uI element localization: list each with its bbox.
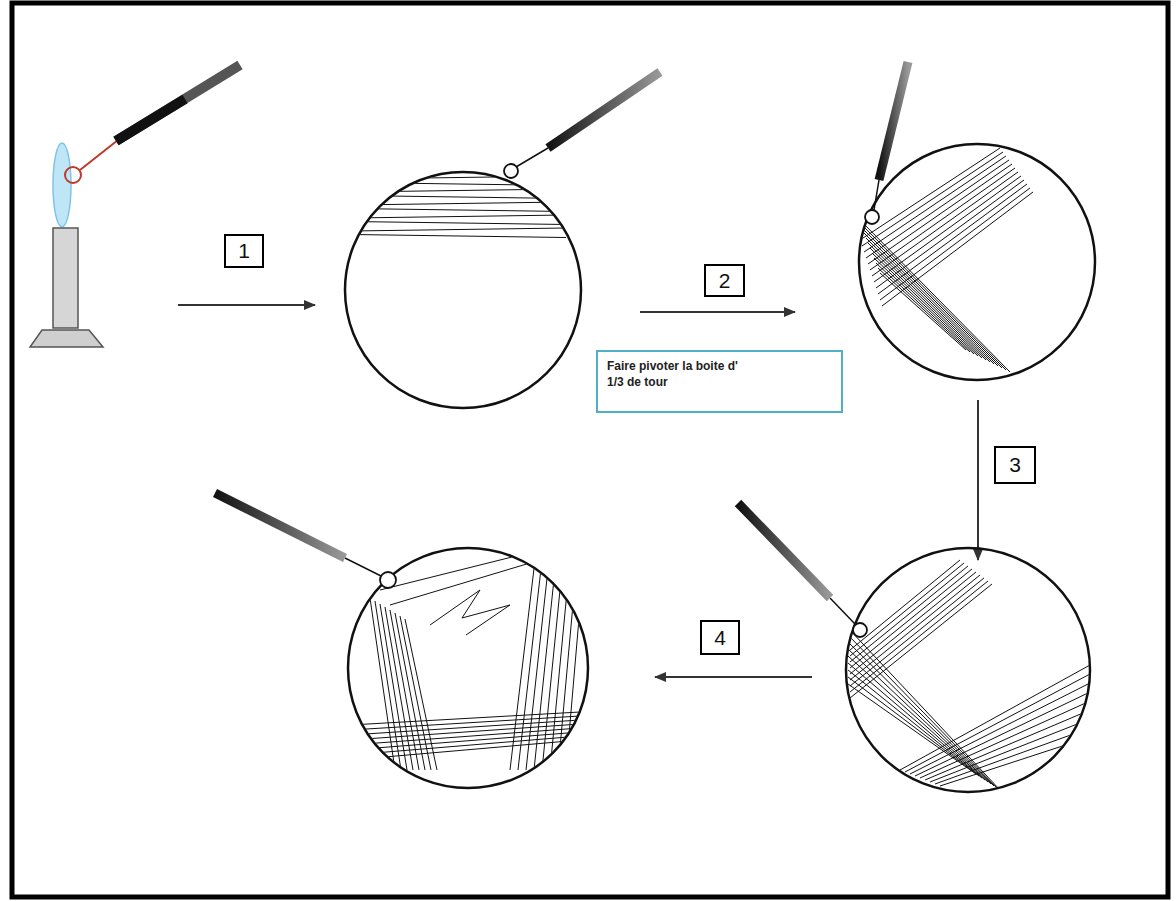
inoculating-loop [65, 65, 240, 183]
streak-line [848, 628, 1000, 790]
streaks [858, 148, 1033, 372]
streak-line [405, 619, 437, 770]
streak-line [876, 180, 1024, 288]
streak-line [350, 732, 580, 750]
streak-line [566, 560, 584, 770]
step-arrow [640, 311, 795, 313]
streak-line [848, 656, 988, 782]
note-text: Faire pivoter la boite d' 1/3 de tour [607, 359, 757, 390]
streak-line [872, 172, 1018, 276]
streak-line [848, 684, 976, 774]
callout-number: 4 [700, 620, 740, 655]
streak-line [915, 692, 1090, 776]
streak-line [848, 677, 979, 776]
step-arrow [178, 304, 315, 306]
streak-line [866, 238, 994, 364]
step-number: 3 [1009, 453, 1021, 477]
streak-line [850, 566, 968, 662]
streak-line [850, 578, 984, 686]
streak-line [870, 168, 1015, 270]
streak-line [352, 176, 566, 238]
step-number: 2 [719, 269, 731, 293]
petri-dish [846, 548, 1090, 792]
streak-line [518, 560, 542, 770]
petri-dish [348, 548, 588, 788]
step-number: 4 [714, 626, 726, 650]
streaks [352, 176, 566, 238]
streak-line [905, 674, 1090, 772]
streak-line [850, 572, 976, 674]
step-number: 1 [238, 239, 250, 263]
streak-line [874, 176, 1021, 282]
streak-line [400, 616, 431, 770]
streak-line [870, 248, 986, 360]
step-arrow [977, 400, 979, 560]
streak-line [510, 560, 535, 770]
streak-line [850, 563, 964, 656]
streak-line [850, 584, 992, 698]
streak-line [350, 740, 580, 760]
streak-line [848, 670, 982, 778]
streak-line [390, 560, 540, 605]
streak-line [850, 575, 980, 680]
streak-line [850, 569, 972, 668]
petri-dish [345, 172, 581, 408]
callout-number: 3 [994, 446, 1036, 484]
callout-number: 1 [224, 234, 264, 268]
streak-line [878, 184, 1027, 294]
bunsen-burner [30, 143, 103, 347]
streak-line [860, 223, 1006, 370]
streak-line [930, 719, 1090, 782]
inoculating-loop [215, 62, 908, 637]
streak-line [430, 590, 510, 635]
streak-line [920, 701, 1090, 778]
streak-line [350, 736, 580, 755]
streak-line [848, 663, 985, 780]
streak-line [848, 649, 991, 784]
streak-line [935, 728, 1090, 784]
streak-line [880, 273, 966, 350]
note-box: Faire pivoter la boite d' 1/3 de tour [596, 350, 843, 413]
frame [12, 3, 1168, 897]
streak-line [868, 164, 1012, 264]
callout-number: 2 [704, 264, 745, 297]
step-arrow [655, 676, 812, 678]
streak-line [878, 268, 970, 352]
streak-line [882, 192, 1033, 306]
petri-dish [859, 144, 1095, 380]
streak-line [876, 263, 974, 354]
streaks [350, 555, 584, 770]
streak-line [880, 188, 1030, 300]
streak-line [872, 253, 982, 358]
streak-line [940, 737, 1090, 786]
